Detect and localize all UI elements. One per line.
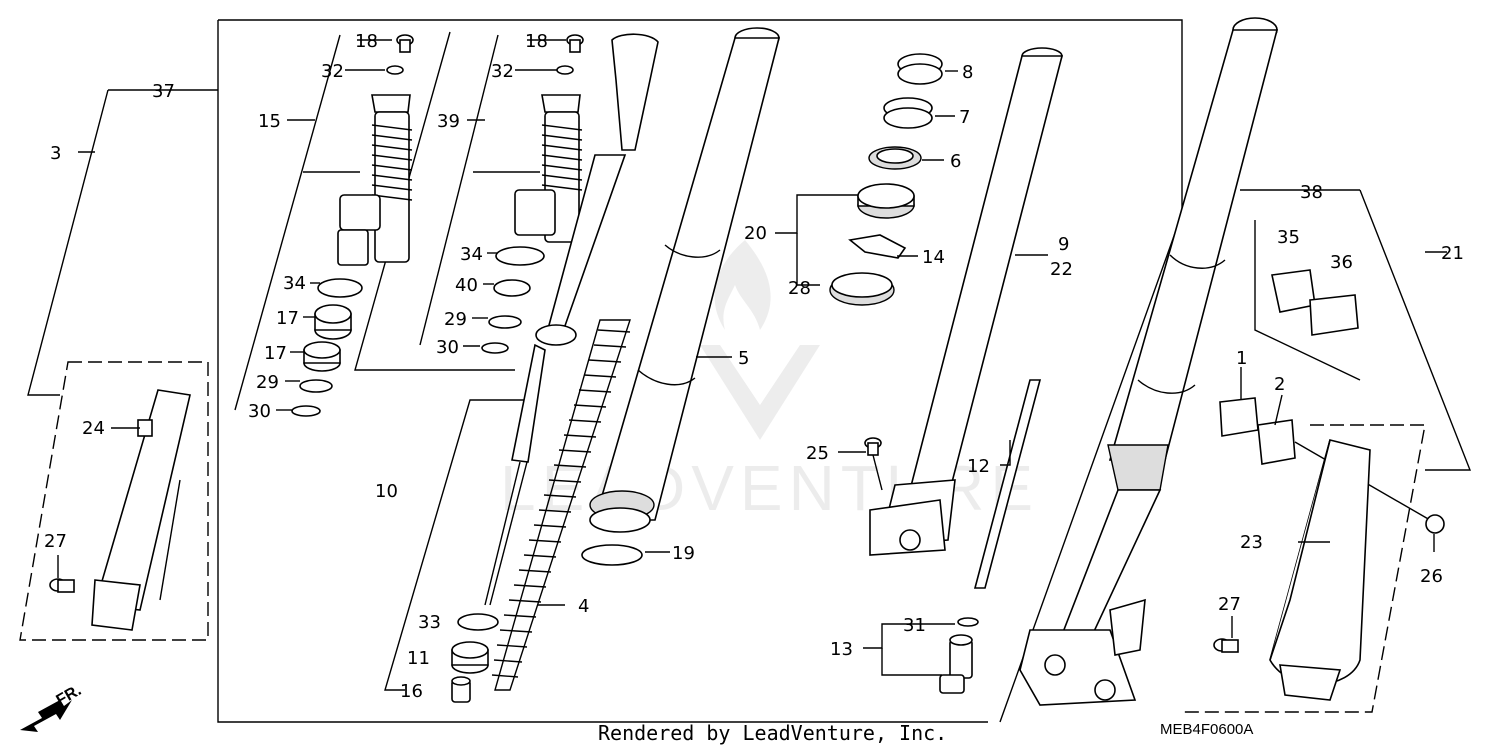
- part-28-dust-seal: [829, 272, 895, 306]
- label-3: 3: [50, 143, 61, 164]
- label-32-right: 32: [491, 61, 514, 82]
- part-34-ring-left: [317, 278, 363, 298]
- label-30-right: 30: [436, 337, 459, 358]
- label-34-right: 34: [460, 244, 483, 265]
- label-31: 31: [903, 615, 926, 636]
- label-6: 6: [950, 151, 961, 172]
- part-30-washer-left: [291, 405, 321, 417]
- label-5: 5: [738, 348, 749, 369]
- part-29-washer-left: [299, 379, 333, 393]
- part-30-washer-right: [481, 342, 509, 354]
- label-19: 19: [672, 543, 695, 564]
- part-31-oring: [957, 617, 979, 627]
- label-18-right: 18: [525, 31, 548, 52]
- frame-lines: [19, 19, 1472, 723]
- label-22: 22: [1050, 259, 1073, 280]
- label-1: 1: [1236, 348, 1247, 369]
- front-direction-arrow: FR.: [20, 682, 84, 732]
- part-1-clamp: [1219, 397, 1259, 437]
- label-16: 16: [400, 681, 423, 702]
- label-39: 39: [437, 111, 460, 132]
- label-29-left: 29: [256, 372, 279, 393]
- label-9: 9: [1058, 234, 1069, 255]
- part-19-ring: [581, 544, 643, 566]
- label-20: 20: [744, 223, 767, 244]
- part-18-bolt-left: [396, 34, 414, 53]
- label-29-right: 29: [444, 309, 467, 330]
- label-28: 28: [788, 278, 811, 299]
- part-10-damper-rod: [484, 33, 659, 606]
- label-25: 25: [806, 443, 829, 464]
- label-32-left: 32: [321, 61, 344, 82]
- part-20-oil-seal: [857, 183, 915, 219]
- part-24-fork-guard-left: [91, 389, 191, 631]
- part-32-washer-right: [556, 65, 574, 75]
- label-24: 24: [82, 418, 105, 439]
- label-27-left: 27: [44, 531, 67, 552]
- part-23-fork-guard-right: [1269, 439, 1371, 701]
- part-8-clip: [897, 53, 943, 85]
- diagram-code: MEB4F0600A: [1160, 721, 1253, 738]
- part-38-fork-assembly: [1019, 17, 1279, 706]
- label-40: 40: [455, 275, 478, 296]
- part-17-bushing-lower: [303, 341, 341, 372]
- label-4: 4: [578, 596, 589, 617]
- label-34-left: 34: [283, 273, 306, 294]
- label-21: 21: [1441, 243, 1464, 264]
- part-6-seal: [868, 146, 922, 170]
- part-29-washer-right: [488, 315, 522, 329]
- label-26: 26: [1420, 566, 1443, 587]
- part-27-bolt-left: [49, 578, 75, 593]
- leader-lines: [57, 39, 1447, 676]
- part-11-nut: [451, 641, 489, 674]
- label-13: 13: [830, 639, 853, 660]
- part-27-bolt-right: [1213, 638, 1239, 653]
- label-11: 11: [407, 648, 430, 669]
- label-17-upper: 17: [276, 308, 299, 329]
- part-5-outer-tube: [589, 27, 781, 533]
- part-33-washer: [457, 613, 499, 631]
- label-12: 12: [967, 456, 990, 477]
- label-38: 38: [1300, 182, 1323, 203]
- label-7: 7: [959, 107, 970, 128]
- label-14: 14: [922, 247, 945, 268]
- label-23: 23: [1240, 532, 1263, 553]
- part-39-valve-assembly: [514, 94, 583, 243]
- part-40-ring: [493, 279, 531, 297]
- callout-labels: 18 32 15 34 17 17 29 30 18 32 39 34 40 2…: [44, 31, 1464, 702]
- part-12-rod: [973, 379, 1042, 589]
- part-13-valve: [939, 634, 973, 694]
- part-16-stopper: [451, 676, 471, 703]
- part-15-valve-assembly: [337, 94, 413, 266]
- part-32-washer-left: [386, 65, 404, 75]
- part-2-clamp: [1257, 419, 1296, 465]
- part-9-inner-tube: [869, 47, 1064, 556]
- label-35: 35: [1277, 227, 1300, 248]
- rendered-by-credit: Rendered by LeadVenture, Inc.: [598, 721, 947, 745]
- part-25-bolt: [864, 437, 883, 491]
- watermark-text: LEADVENTURE: [500, 452, 1039, 524]
- part-17-bushing-upper: [314, 304, 352, 340]
- label-17-lower: 17: [264, 343, 287, 364]
- label-15: 15: [258, 111, 281, 132]
- part-4-fork-spring: [491, 319, 631, 691]
- label-18-left: 18: [355, 31, 378, 52]
- part-34-ring-right: [495, 246, 545, 266]
- label-33: 33: [418, 612, 441, 633]
- part-36-bracket: [1309, 294, 1359, 336]
- part-7-clip: [883, 97, 933, 129]
- label-30-left: 30: [248, 401, 271, 422]
- label-8: 8: [962, 62, 973, 83]
- part-14-clip: [848, 234, 907, 259]
- label-10: 10: [375, 481, 398, 502]
- part-35-bracket: [1271, 269, 1316, 313]
- label-37: 37: [152, 81, 175, 102]
- label-36: 36: [1330, 252, 1353, 273]
- part-18-bolt-right: [566, 34, 584, 53]
- label-27-right: 27: [1218, 594, 1241, 615]
- label-2: 2: [1274, 374, 1285, 395]
